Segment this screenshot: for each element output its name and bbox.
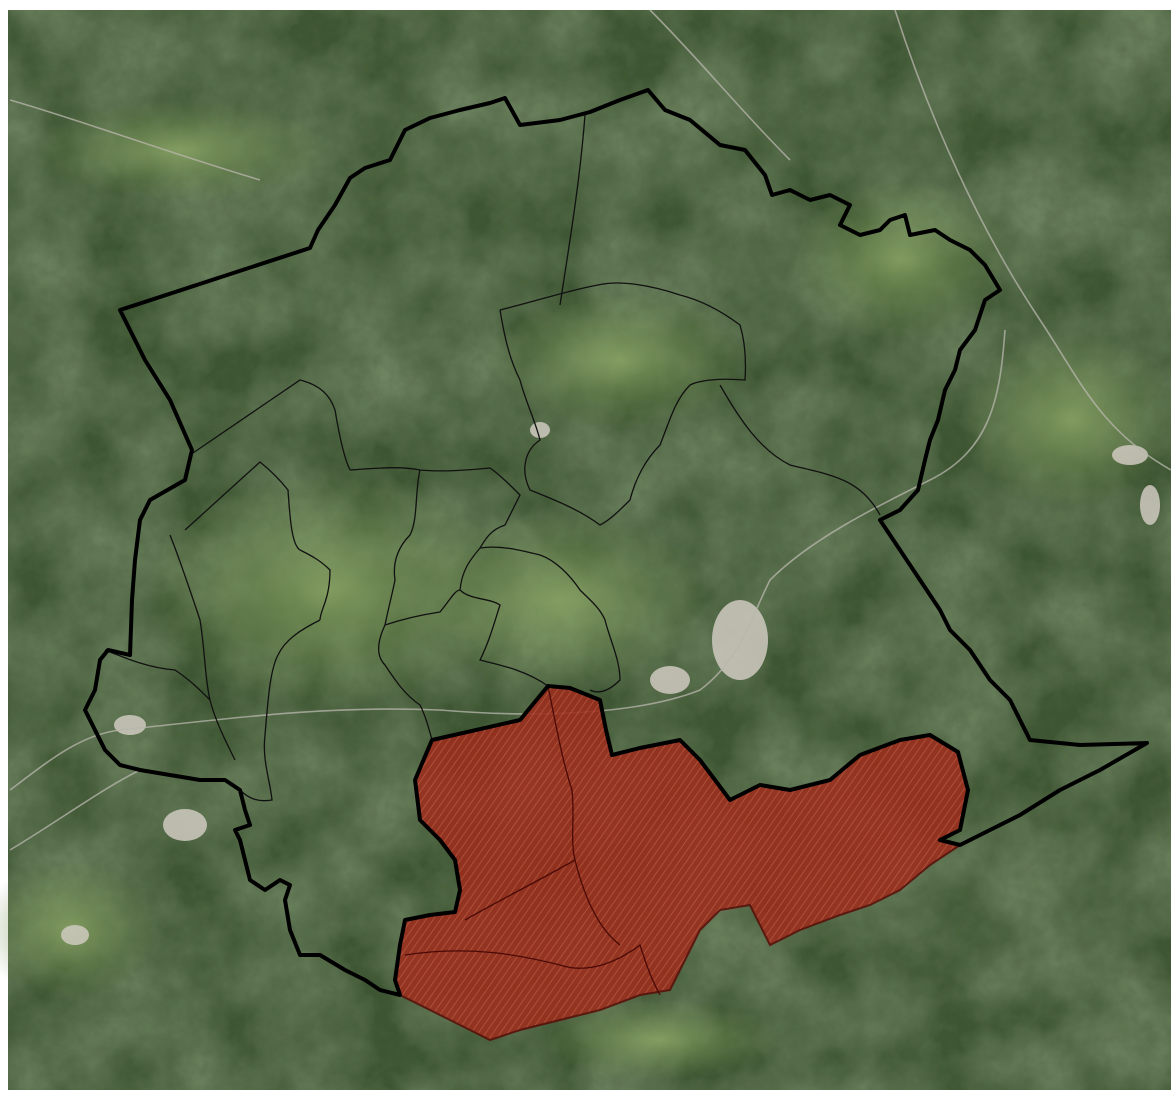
aerial-imagery xyxy=(0,9,1171,1090)
roads xyxy=(9,9,1171,851)
inner-boundary xyxy=(377,624,433,741)
inner-boundary xyxy=(184,461,331,621)
meadow-area xyxy=(140,470,520,710)
meadow-area xyxy=(30,100,330,200)
meadow-area xyxy=(540,1000,780,1080)
subdivision-line xyxy=(404,943,661,996)
subdivision-line xyxy=(574,859,621,946)
settlement xyxy=(163,809,207,841)
inner-boundary xyxy=(104,649,211,701)
inner-boundary xyxy=(499,282,747,526)
inner-boundary xyxy=(459,547,549,687)
road xyxy=(894,9,1171,471)
meadow-area xyxy=(410,510,710,690)
inner-boundary xyxy=(384,589,461,626)
meadow-area xyxy=(790,180,1010,340)
settlement xyxy=(1112,445,1148,465)
inner-boundary xyxy=(239,619,321,802)
inner-boundary xyxy=(479,546,621,693)
settlement xyxy=(61,925,89,945)
meadow-area xyxy=(490,290,750,430)
inner-boundaries xyxy=(104,114,881,802)
settlement xyxy=(1140,485,1160,525)
highlighted-subdivisions xyxy=(404,685,661,996)
meadow-area xyxy=(960,330,1171,510)
settlement xyxy=(114,715,146,735)
inner-boundary xyxy=(719,384,881,516)
subdivision-line xyxy=(464,859,576,921)
inner-boundary xyxy=(189,379,351,471)
settlement xyxy=(530,422,550,438)
inner-boundary xyxy=(384,469,421,626)
road xyxy=(649,9,791,161)
settlements xyxy=(61,422,1160,945)
outer-boundary[interactable] xyxy=(83,88,1149,997)
road xyxy=(9,769,141,851)
subdivision-line xyxy=(547,685,576,861)
road xyxy=(9,329,1006,791)
settlement xyxy=(712,600,768,680)
settlement xyxy=(650,666,690,694)
road xyxy=(9,99,261,181)
inner-boundary xyxy=(559,114,586,306)
inner-boundary xyxy=(349,467,521,549)
inner-boundary xyxy=(169,534,236,761)
